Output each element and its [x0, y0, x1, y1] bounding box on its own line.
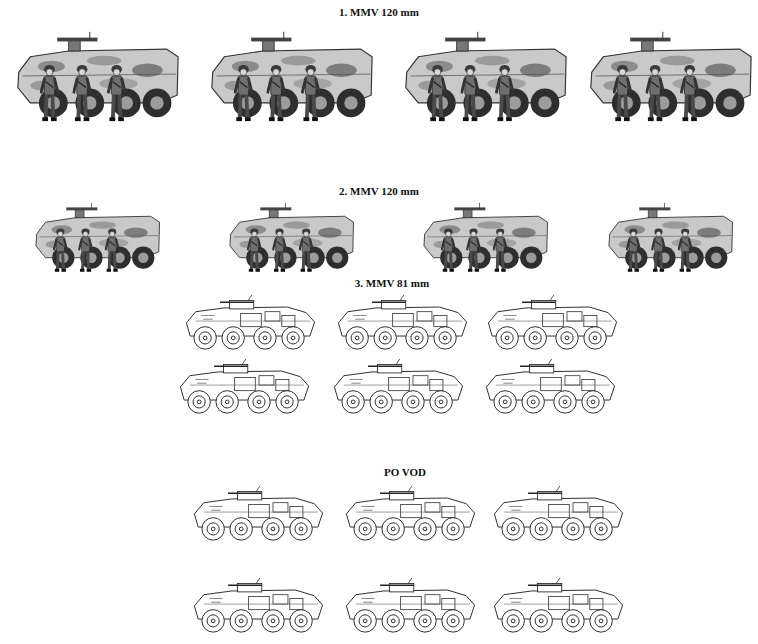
- stryker-vehicle: [609, 203, 733, 272]
- stryker-row-1: [18, 32, 751, 121]
- group-heading: 1. MMV 120 mm: [337, 6, 421, 19]
- stryker-row-2: [36, 203, 733, 272]
- lav-vehicle: [338, 295, 466, 349]
- lav-vehicle: [494, 486, 622, 540]
- lav-rows-81mm: [180, 295, 616, 413]
- stryker-vehicle: [36, 203, 160, 272]
- stryker-vehicle: [424, 203, 548, 272]
- stryker-vehicle: [230, 203, 354, 272]
- group-heading: 3. MMV 81 mm: [353, 277, 431, 290]
- lav-vehicle: [346, 486, 474, 540]
- lav-vehicle: [346, 578, 474, 632]
- lav-vehicle: [494, 578, 622, 632]
- lav-vehicle: [194, 578, 322, 632]
- lav-rows-po-vod: [194, 486, 622, 632]
- stryker-vehicle: [591, 32, 751, 121]
- stryker-vehicle: [406, 32, 566, 121]
- stryker-vehicle: [212, 32, 372, 121]
- lav-vehicle: [186, 295, 314, 349]
- lav-vehicle: [180, 359, 308, 413]
- lav-vehicle: [194, 486, 322, 540]
- lav-vehicle: [488, 295, 616, 349]
- lav-vehicle: [334, 359, 462, 413]
- group-heading: PO VOD: [382, 466, 428, 479]
- group-heading: 2. MMV 120 mm: [337, 185, 421, 198]
- stryker-vehicle: [18, 32, 178, 121]
- lav-vehicle: [486, 359, 614, 413]
